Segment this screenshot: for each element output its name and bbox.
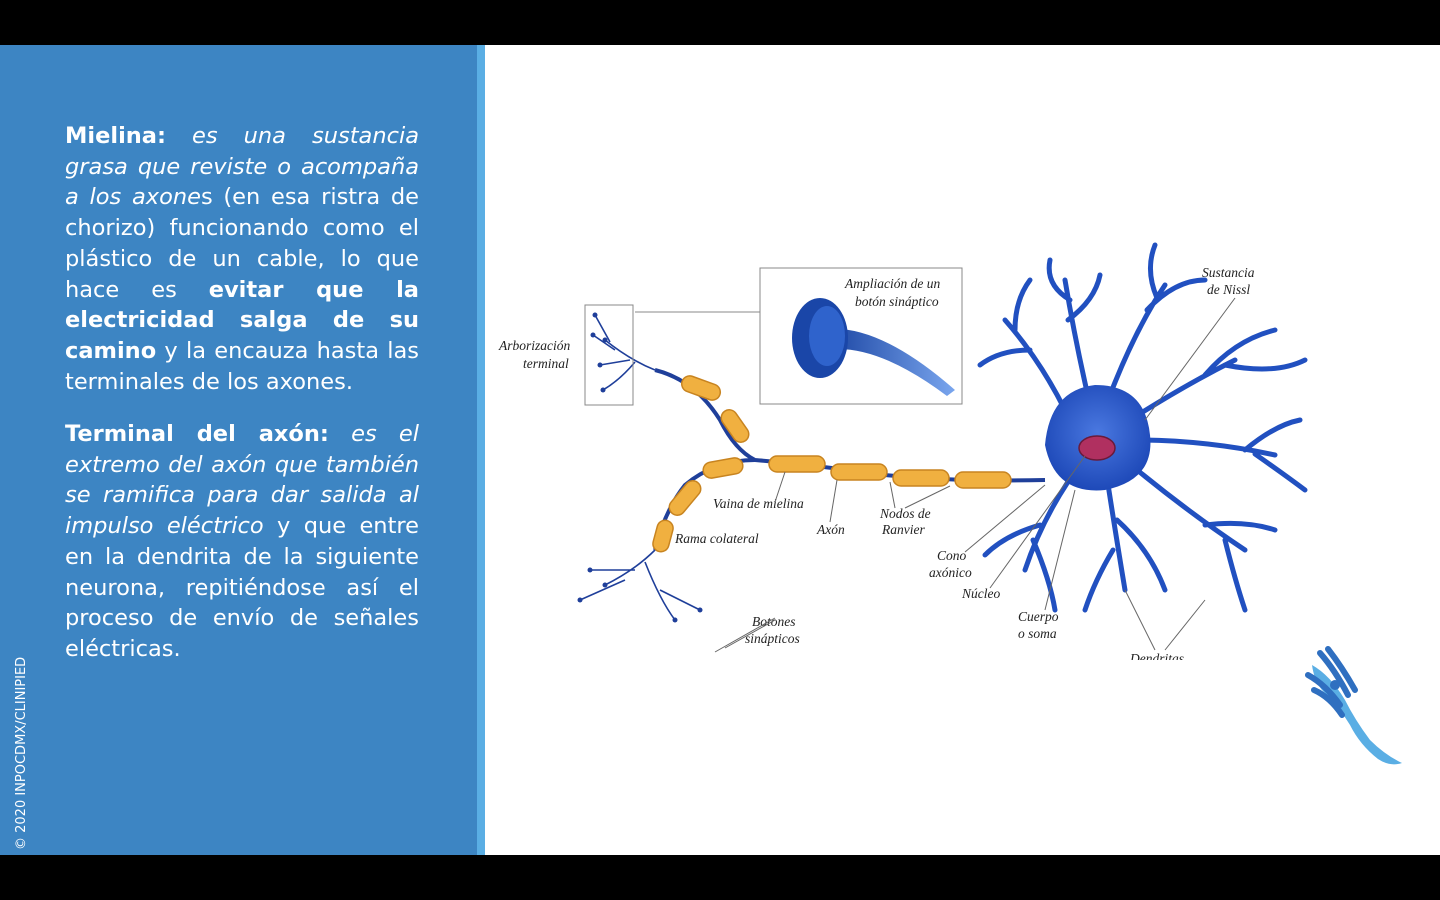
mielina-paragraph: Mielina: es una sustancia grasa que revi… <box>65 121 419 397</box>
label-botones-1: Botones <box>752 614 796 629</box>
label-sustancia-1: Sustancia <box>1202 265 1255 280</box>
terminal-term: Terminal del axón: <box>65 421 329 447</box>
mielina-emphasis: evitar que la electricidad salga de su c… <box>65 276 419 364</box>
neuron-diagram: Arborización terminal Ampliación de un b… <box>498 242 1308 660</box>
leader-lines <box>714 297 1236 653</box>
label-ampliacion-1: Ampliación de un <box>844 276 940 291</box>
slide: Mielina: es una sustancia grasa que revi… <box>0 45 1440 855</box>
label-cono-1: Cono <box>937 548 967 563</box>
label-nodos-2: Ranvier <box>881 522 925 537</box>
label-arborizacion-1: Arborización <box>498 338 571 353</box>
text-panel: Mielina: es una sustancia grasa que revi… <box>0 45 477 855</box>
nucleus <box>1078 435 1116 461</box>
accent-bar <box>477 45 485 855</box>
winged-foot-logo <box>1305 646 1402 765</box>
label-rama: Rama colateral <box>674 531 759 546</box>
dendrites <box>977 242 1308 613</box>
label-nodos-1: Nodos de <box>879 506 931 521</box>
soma <box>1045 385 1151 491</box>
mielina-definition-tail: s (en esa ristra de chorizo) funcionando… <box>65 184 419 303</box>
terminal-arborization <box>579 314 701 621</box>
terminal-paragraph: Terminal del axón: es el extremo del axó… <box>65 419 419 665</box>
mielina-term: Mielina: <box>65 123 166 149</box>
synaptic-boutons <box>577 312 703 623</box>
terminal-ending: y que entre en la dendrita de la siguien… <box>65 513 419 662</box>
label-axon: Axón <box>816 522 845 537</box>
arborization-frame <box>584 304 634 406</box>
label-vaina: Vaina de mielina <box>713 496 804 511</box>
label-ampliacion-2: botón sináptico <box>855 294 939 309</box>
mielina-definition: es una sustancia grasa que reviste o aco… <box>65 123 419 211</box>
mielina-ending: y la encauza hasta las terminales de los… <box>65 337 419 395</box>
label-cuerpo-2: o soma <box>1018 626 1057 641</box>
label-cuerpo-1: Cuerpo <box>1018 609 1059 624</box>
bouton-inset <box>759 267 963 405</box>
label-botones-2: sinápticos <box>745 631 800 646</box>
label-cono-2: axónico <box>929 565 972 580</box>
label-dendritas: Dendritas <box>1129 651 1184 660</box>
label-arborizacion-2: terminal <box>523 356 569 371</box>
label-sustancia-2: de Nissl <box>1207 282 1250 297</box>
myelin-sheath <box>652 375 1012 553</box>
terminal-definition: es el extremo del axón que también se ra… <box>65 421 420 540</box>
copyright-text: © 2020 INPOCDMX/CLINIPIED <box>14 656 29 850</box>
label-nucleo: Núcleo <box>961 586 1000 601</box>
